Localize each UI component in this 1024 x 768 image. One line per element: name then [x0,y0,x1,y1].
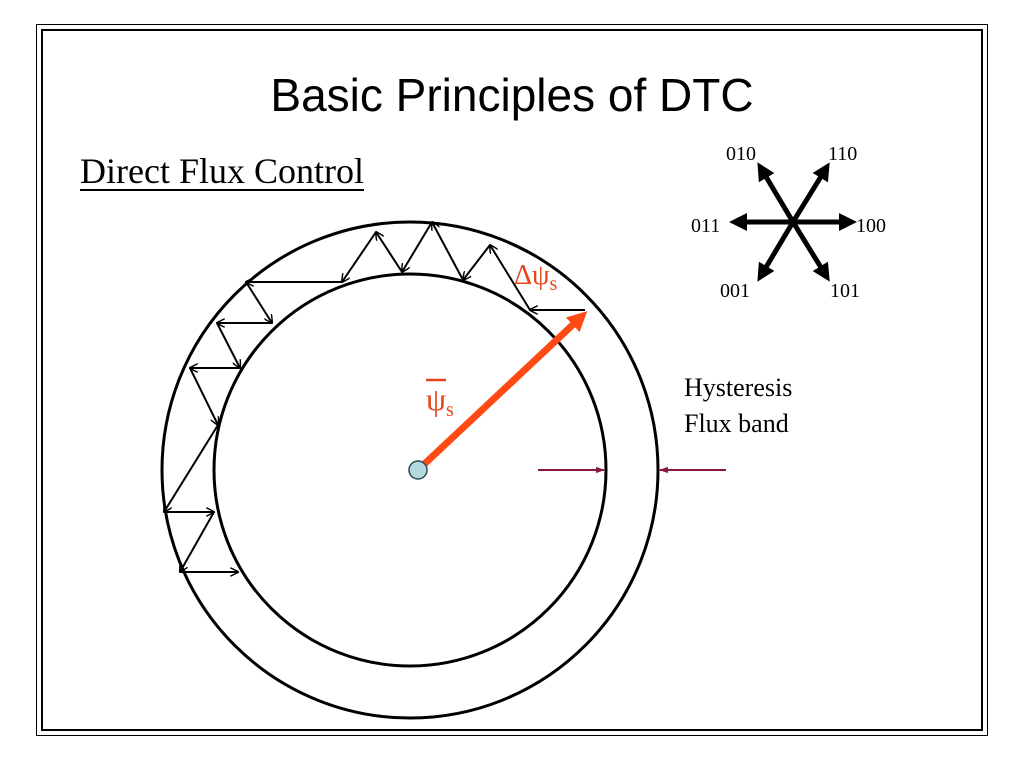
vector-110-arrow [790,162,830,224]
voltage-vector-star [729,162,857,282]
trajectory-segment [180,511,215,572]
vector-101-arrow [790,220,830,282]
vector-100-label: 100 [856,215,886,237]
vector-101-label: 101 [830,280,860,302]
trajectory-segment [342,231,377,282]
vector-010-label: 010 [726,143,756,165]
vector-011-label: 011 [691,215,720,237]
psi-label: ψs [426,381,454,421]
trajectory-segment [216,322,240,368]
trajectory-segment [164,424,219,512]
trajectory-segment [463,244,491,280]
outer-flux-circle [160,220,660,720]
trajectory-segment [402,221,433,272]
hysteresis-label-line2: Flux band [684,409,789,438]
vector-001-arrow [757,220,796,282]
delta-psi-label: Δψs [514,260,558,295]
flux-trajectory [164,222,585,572]
voltage-vector-labels: 010 110 011 100 001 101 [691,143,886,302]
trajectory-segment [432,222,464,281]
vector-010-arrow [757,162,796,224]
slide-frame-outer [36,24,988,736]
slide-frame-inner [41,29,983,731]
trajectory-segment [245,281,272,323]
slide-subtitle: Direct Flux Control [80,151,364,191]
hysteresis-label-line1: Hysteresis [684,373,793,402]
rotor-center-dot [408,460,428,480]
trajectory-segment [490,245,531,311]
slide-title: Basic Principles of DTC [270,69,754,121]
trajectory-segment [189,367,218,425]
trajectory-segment [376,232,403,273]
vector-001-label: 001 [720,280,750,302]
stator-flux-vector [415,311,588,473]
vector-110-label: 110 [828,143,857,165]
hysteresis-label: Hysteresis Flux band [684,370,792,442]
